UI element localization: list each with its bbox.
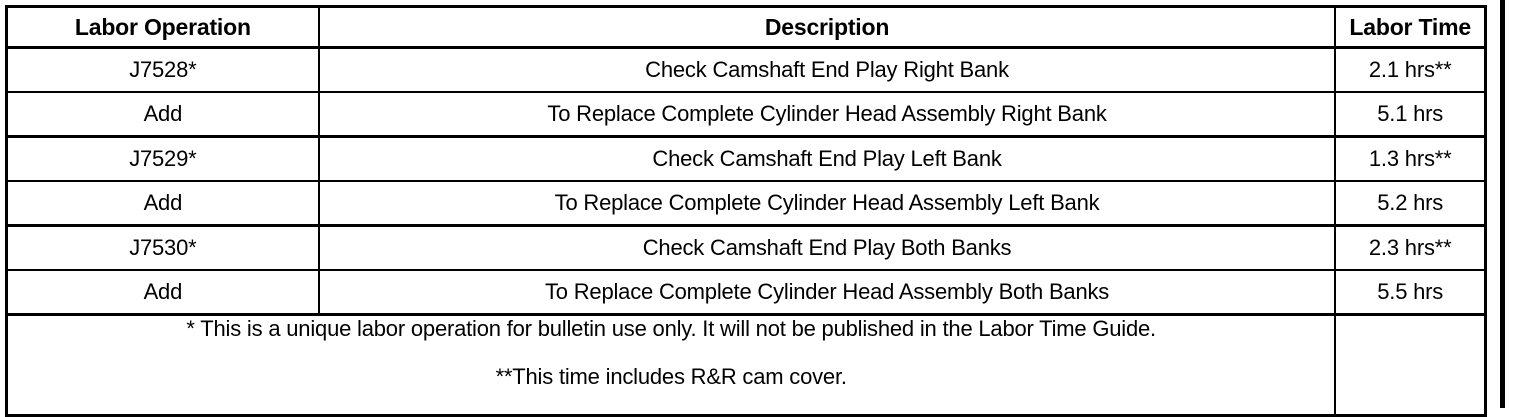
footnote-labor-time-cell bbox=[1334, 314, 1487, 416]
column-header-labor-time: Labor Time bbox=[1334, 6, 1487, 49]
column-header-labor-operation: Labor Operation bbox=[5, 6, 320, 49]
cell-description: Check Camshaft End Play Right Bank bbox=[317, 47, 1337, 93]
cell-labor-time: 5.2 hrs bbox=[1334, 181, 1487, 227]
labor-operation-table: Labor Operation Description Labor Time J… bbox=[5, 5, 1487, 417]
table-row: J7530* Check Camshaft End Play Both Bank… bbox=[5, 225, 1487, 271]
cell-description: To Replace Complete Cylinder Head Assemb… bbox=[317, 92, 1337, 138]
cell-labor-time: 2.3 hrs** bbox=[1334, 225, 1487, 271]
cell-labor-operation: Add bbox=[5, 92, 320, 138]
cell-labor-operation: J7529* bbox=[5, 136, 320, 182]
cell-labor-operation: Add bbox=[5, 270, 320, 316]
cell-labor-operation: J7528* bbox=[5, 47, 320, 93]
table-row: J7529* Check Camshaft End Play Left Bank… bbox=[5, 136, 1487, 182]
sheet-edge-rule bbox=[1500, 0, 1505, 408]
cell-description: Check Camshaft End Play Left Bank bbox=[317, 136, 1337, 182]
table-row: Add To Replace Complete Cylinder Head As… bbox=[5, 270, 1487, 316]
footnote-double-asterisk: **This time includes R&R cam cover. bbox=[495, 363, 847, 389]
table-footnote-row: * This is a unique labor operation for b… bbox=[5, 314, 1487, 416]
cell-description: Check Camshaft End Play Both Banks bbox=[317, 225, 1337, 271]
footnote-cell: * This is a unique labor operation for b… bbox=[5, 314, 1337, 416]
document-page: Labor Operation Description Labor Time J… bbox=[5, 0, 1505, 417]
column-header-description: Description bbox=[317, 6, 1337, 49]
labor-operation-table-container: Labor Operation Description Labor Time J… bbox=[5, 5, 1487, 417]
footnote-spacer bbox=[14, 342, 1328, 364]
cell-labor-time: 2.1 hrs** bbox=[1334, 47, 1487, 93]
cell-labor-operation: Add bbox=[5, 181, 320, 227]
table-row: J7528* Check Camshaft End Play Right Ban… bbox=[5, 47, 1487, 93]
cell-description: To Replace Complete Cylinder Head Assemb… bbox=[317, 270, 1337, 316]
table-header-row: Labor Operation Description Labor Time bbox=[5, 6, 1487, 49]
table-row: Add To Replace Complete Cylinder Head As… bbox=[5, 92, 1487, 138]
cell-description: To Replace Complete Cylinder Head Assemb… bbox=[317, 181, 1337, 227]
table-row: Add To Replace Complete Cylinder Head As… bbox=[5, 181, 1487, 227]
cell-labor-operation: J7530* bbox=[5, 225, 320, 271]
cell-labor-time: 5.1 hrs bbox=[1334, 92, 1487, 138]
cell-labor-time: 1.3 hrs** bbox=[1334, 136, 1487, 182]
footnote-single-asterisk: * This is a unique labor operation for b… bbox=[186, 316, 1156, 341]
cell-labor-time: 5.5 hrs bbox=[1334, 270, 1487, 316]
